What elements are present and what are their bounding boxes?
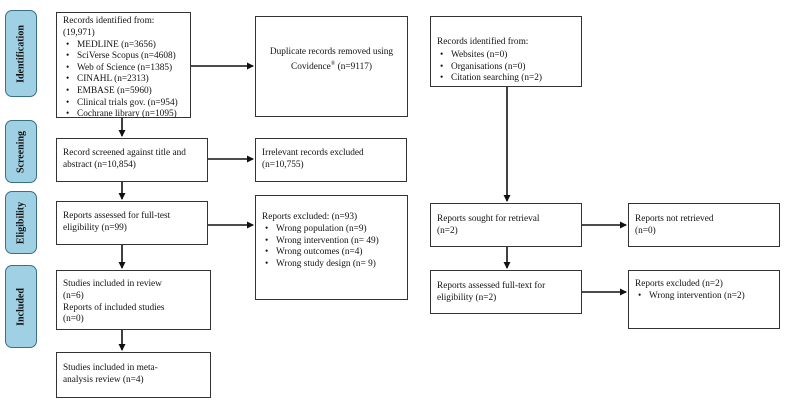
database-item: Clinical trials gov. (n=954) <box>63 98 184 110</box>
duplicates-line1: Duplicate records removed using <box>269 47 394 57</box>
exclusion-reason: Wrong population (n=9) <box>262 224 401 236</box>
exclusion-reason: Wrong intervention (n=2) <box>635 291 773 303</box>
excluded-other-reasons: Wrong intervention (n=2) <box>635 291 773 303</box>
assessed-other-line1: Reports assessed full-text for <box>437 281 546 291</box>
not-retrieved-box: Reports not retrieved (n=0) <box>628 203 780 247</box>
meta-line2: analysis review (n=4) <box>63 374 144 385</box>
duplicates-removed-box: Duplicate records removed using Covidenc… <box>255 16 408 117</box>
records-identified-box: Records identified from: (19,971) MEDLIN… <box>56 12 191 121</box>
database-item: Cochrane library (n=1095) <box>63 109 184 121</box>
stage-screening: Screening <box>5 120 37 183</box>
duplicates-line2: Covidence® (n=9117) <box>262 60 401 74</box>
screened-line1: Record screened against title and <box>63 148 186 158</box>
excluded-main-title: Reports excluded: (n=93) <box>262 212 358 222</box>
sought-line1: Reports sought for retrieval <box>437 214 540 224</box>
assessed-line1: Reports assessed for full-test <box>63 211 171 221</box>
included-line2: (n=6) <box>63 290 84 301</box>
reports-excluded-box: Reports excluded: (n=93) Wrong populatio… <box>255 195 408 300</box>
sought-line2: (n=2) <box>437 225 458 236</box>
included-line3: Reports of included studies <box>63 302 165 313</box>
assessed-other-box: Reports assessed full-text for eligibili… <box>430 270 582 314</box>
stage-identification: Identification <box>5 10 37 97</box>
exclusion-reason: Wrong outcomes (n=4) <box>262 247 401 259</box>
irrelevant-line2: (n=10,755) <box>262 159 304 170</box>
other-sources-title: Records identified from: <box>437 37 529 47</box>
reports-assessed-box: Reports assessed for full-test eligibili… <box>56 201 208 245</box>
included-review-box: Studies included in review (n=6) Reports… <box>56 270 211 330</box>
meta-line1: Studies included in meta- <box>63 363 158 373</box>
not-retrieved-line1: Reports not retrieved <box>635 214 714 224</box>
database-item: SciVerse Scopus (n=4608) <box>63 51 184 63</box>
stage-included: Included <box>5 265 37 348</box>
irrelevant-line1: Irrelevant records excluded <box>262 148 364 158</box>
exclusion-reason: Wrong study design (n= 9) <box>262 259 401 271</box>
exclusion-reasons: Wrong population (n=9) Wrong interventio… <box>262 224 401 271</box>
assessed-other-line2: eligibility (n=2) <box>437 292 497 303</box>
other-sources-list: Websites (n=0) Organisations (n=0) Citat… <box>437 50 575 85</box>
included-line1: Studies included in review <box>63 279 162 289</box>
screened-line2: abstract (n=10,854) <box>63 159 136 170</box>
other-source-item: Websites (n=0) <box>437 50 575 62</box>
other-sources-box: Records identified from: Websites (n=0) … <box>430 16 582 87</box>
irrelevant-excluded-box: Irrelevant records excluded (n=10,755) <box>255 138 407 182</box>
duplicates-count: (n=9117) <box>335 61 372 72</box>
database-list: MEDLINE (n=3656) SciVerse Scopus (n=4608… <box>63 40 184 121</box>
stage-eligibility: Eligibility <box>5 191 37 254</box>
database-item: CINAHL (n=2313) <box>63 74 184 86</box>
other-source-item: Citation searching (n=2) <box>437 73 575 85</box>
registered-mark: ® <box>330 60 336 67</box>
excluded-other-box: Reports excluded (n=2) Wrong interventio… <box>628 270 780 329</box>
database-item: EMBASE (n=5960) <box>63 86 184 98</box>
exclusion-reason: Wrong intervention (n= 49) <box>262 236 401 248</box>
database-item: MEDLINE (n=3656) <box>63 40 184 52</box>
assessed-line2: eligibility (n=99) <box>63 222 127 233</box>
not-retrieved-line2: (n=0) <box>635 225 656 236</box>
database-item: Web of Science (n=1385) <box>63 63 184 75</box>
screened-box: Record screened against title and abstra… <box>56 138 208 182</box>
records-identified-title: Records identified from: (19,971) <box>63 16 155 38</box>
covidence-label: Covidence <box>291 61 331 72</box>
excluded-other-title: Reports excluded (n=2) <box>635 279 723 289</box>
sought-retrieval-box: Reports sought for retrieval (n=2) <box>430 203 582 247</box>
other-source-item: Organisations (n=0) <box>437 62 575 74</box>
included-line4: (n=0) <box>63 314 84 325</box>
meta-analysis-box: Studies included in meta- analysis revie… <box>56 352 211 398</box>
